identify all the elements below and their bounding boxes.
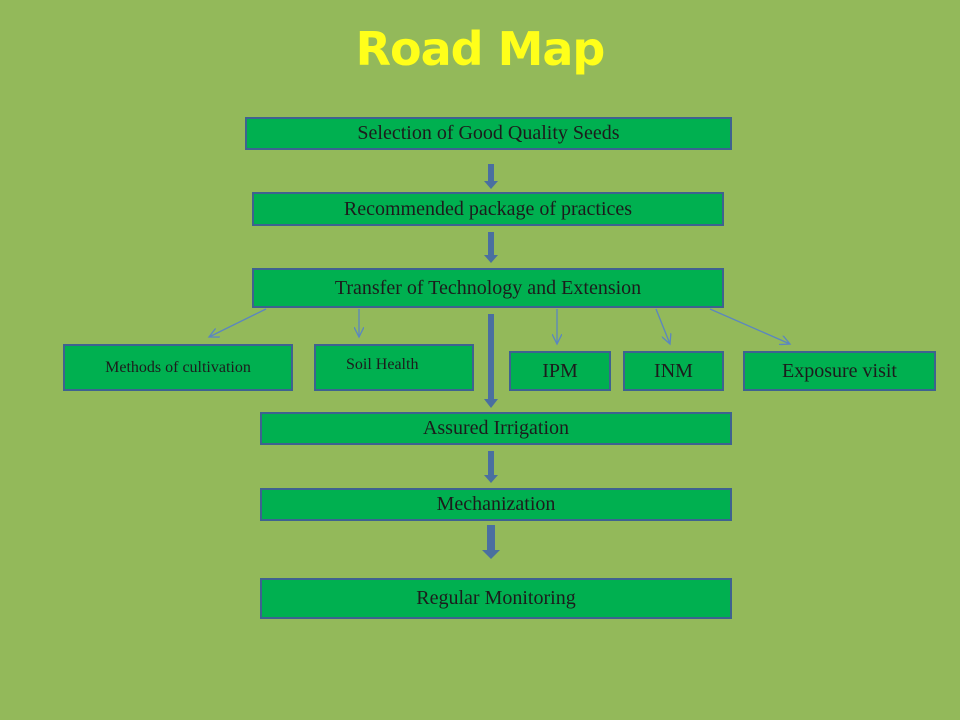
step-monitoring: Regular Monitoring [260,578,732,619]
branch-exposure-visit: Exposure visit [743,351,936,391]
step-transfer: Transfer of Technology and Extension [252,268,724,308]
step-irrigation: Assured Irrigation [260,412,732,445]
branch-methods-of-cultivation: Methods of cultivation [63,344,293,391]
arrow-seeds-to-package [484,164,498,189]
diagram-title: Road Map [355,22,606,76]
branch-ipm: IPM [509,351,611,391]
arrow-package-to-transfer [484,232,498,263]
branch-arrow-inm [655,308,670,344]
branch-arrow-exposure [709,308,790,344]
branch-inm: INM [623,351,724,391]
branch-soil-health: Soil Health [314,344,474,391]
step-seeds: Selection of Good Quality Seeds [245,117,732,150]
step-package: Recommended package of practices [252,192,724,226]
step-mechanization: Mechanization [260,488,732,521]
branch-arrow-methods [209,308,267,337]
arrow-irrigation-to-mechanization [484,451,498,483]
arrow-transfer-to-irrigation [484,314,498,408]
arrow-mechanization-to-monitoring [482,525,500,559]
